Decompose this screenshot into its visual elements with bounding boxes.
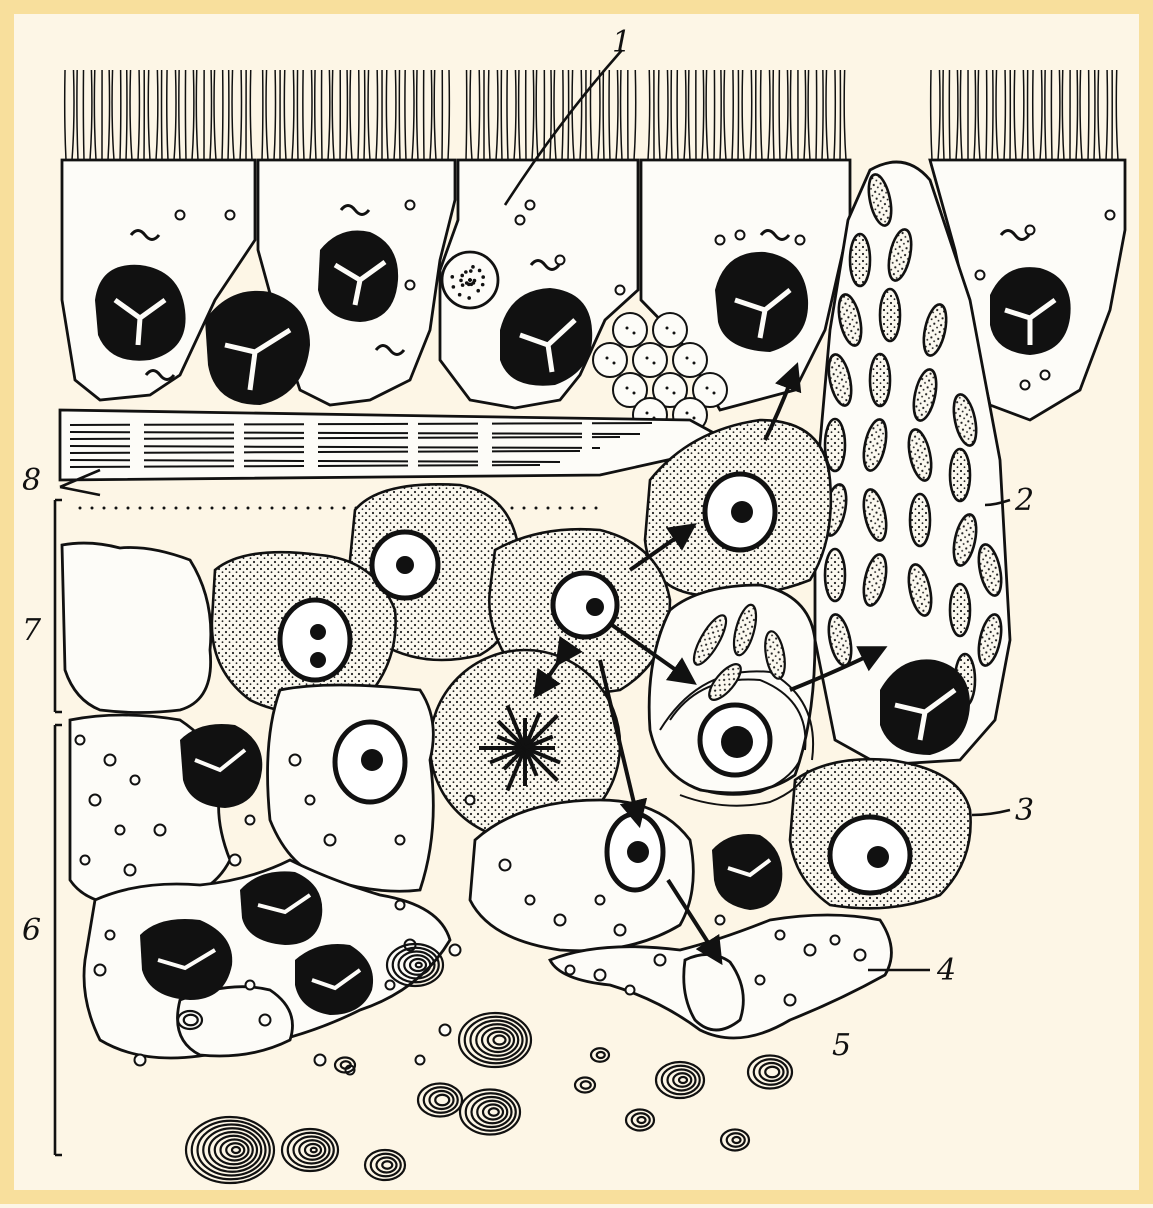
label-7: 7	[22, 613, 42, 648]
label-3: 3	[1015, 793, 1034, 828]
label-2: 2	[1014, 483, 1034, 518]
basement-membrane	[60, 410, 712, 480]
basal-cell-left	[62, 543, 211, 712]
label-1: 1	[612, 25, 631, 60]
label-8: 8	[22, 463, 41, 498]
label-6: 6	[22, 913, 41, 948]
label-5: 5	[832, 1028, 851, 1063]
label-4: 4	[936, 953, 956, 988]
